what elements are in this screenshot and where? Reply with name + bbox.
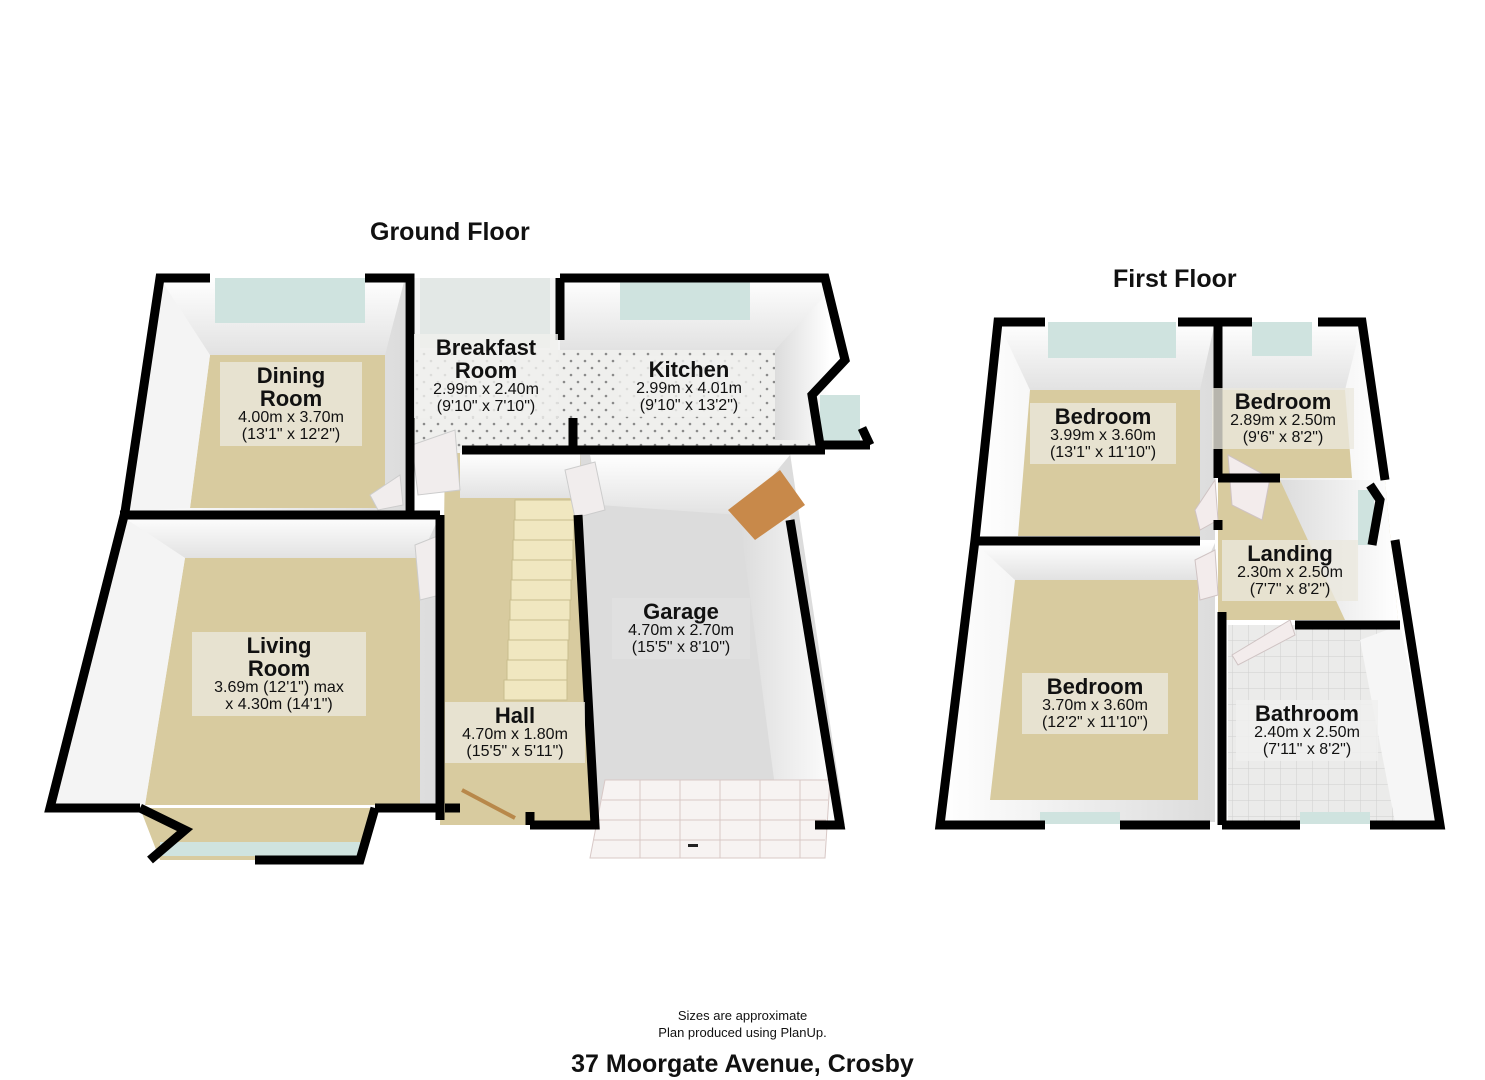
room-label-bedroom-1: Bedroom 3.99m x 3.60m (13'1" x 11'10"): [1030, 403, 1176, 464]
room-name: Living: [246, 633, 312, 658]
room-metric: 2.99m x 4.01m: [636, 380, 742, 398]
staircase: [503, 499, 576, 701]
hall-shape: [440, 453, 595, 825]
room-metric: 2.40m x 2.50m: [1254, 724, 1360, 742]
property-address: 37 Moorgate Avenue, Crosby: [571, 1050, 914, 1078]
room-name: Breakfast: [435, 335, 537, 360]
room-name: Bedroom: [1046, 674, 1144, 699]
room-metric: 2.30m x 2.50m: [1237, 564, 1343, 582]
ground-floor-walls: [44, 273, 875, 865]
room-label-garage: Garage 4.70m x 2.70m (15'5" x 8'10"): [612, 598, 750, 659]
room-name: Kitchen: [648, 357, 730, 382]
room-metric: 3.99m x 3.60m: [1050, 427, 1156, 445]
garage-door: [589, 779, 831, 859]
room-imperial: (7'11" x 8'2"): [1262, 740, 1352, 758]
room-imperial: x 4.30m (14'1"): [225, 695, 333, 713]
room-imperial: (15'5" x 5'11"): [466, 742, 564, 760]
first-floor-plan: [934, 317, 1446, 830]
ground-floor-plan: [44, 273, 875, 865]
room-metric: 4.70m x 1.80m: [462, 726, 568, 744]
room-label-living-room: Living Room 3.69m (12'1") max x 4.30m (1…: [192, 632, 366, 716]
room-label-bedroom-2: Bedroom 2.89m x 2.50m (9'6" x 8'2"): [1212, 388, 1354, 449]
first-floor-title: First Floor: [1113, 265, 1237, 293]
room-imperial: (9'6" x 8'2"): [1242, 428, 1324, 446]
room-name: Landing: [1247, 541, 1333, 566]
room-imperial: (9'10" x 7'10"): [436, 397, 536, 415]
room-metric: 3.69m (12'1") max: [214, 679, 344, 697]
planup-note: Plan produced using PlanUp.: [658, 1025, 827, 1040]
room-label-bathroom: Bathroom 2.40m x 2.50m (7'11" x 8'2"): [1236, 700, 1378, 761]
room-metric: 3.70m x 3.60m: [1042, 697, 1148, 715]
room-name: Room: [247, 656, 311, 682]
room-name: Room: [454, 358, 518, 384]
room-label-landing: Landing 2.30m x 2.50m (7'7" x 8'2"): [1222, 540, 1358, 601]
first-floor-doors: [1194, 454, 1296, 666]
room-label-breakfast-room: Breakfast Room 2.99m x 2.40m (9'10" x 7'…: [414, 334, 558, 418]
room-name: Bathroom: [1255, 701, 1359, 726]
room-metric: 4.00m x 3.70m: [238, 409, 344, 427]
room-label-bedroom-3: Bedroom 3.70m x 3.60m (12'2" x 11'10"): [1022, 673, 1168, 734]
room-metric: 2.99m x 2.40m: [433, 381, 539, 399]
room-imperial: (13'1" x 12'2"): [241, 425, 341, 443]
room-name: Bedroom: [1054, 404, 1152, 429]
room-name: Room: [259, 386, 323, 412]
room-imperial: (13'1" x 11'10"): [1049, 443, 1157, 461]
room-imperial: (9'10" x 13'2"): [639, 396, 739, 414]
interior-doors: [369, 429, 606, 601]
ground-floor-title: Ground Floor: [370, 218, 530, 246]
room-name: Hall: [494, 703, 536, 728]
room-imperial: (15'5" x 8'10"): [631, 638, 731, 656]
room-metric: 2.89m x 2.50m: [1230, 412, 1336, 430]
room-imperial: (7'7" x 8'2"): [1249, 580, 1331, 598]
room-name: Garage: [643, 599, 719, 624]
room-label-hall: Hall 4.70m x 1.80m (15'5" x 5'11"): [445, 702, 585, 763]
room-metric: 4.70m x 2.70m: [628, 622, 734, 640]
sizes-note: Sizes are approximate: [677, 1008, 808, 1023]
room-name: Dining: [256, 363, 326, 388]
room-label-dining-room: Dining Room 4.00m x 3.70m (13'1" x 12'2"…: [220, 362, 362, 446]
room-label-kitchen: Kitchen 2.99m x 4.01m (9'10" x 13'2"): [618, 356, 760, 417]
room-imperial: (12'2" x 11'10"): [1041, 713, 1149, 731]
room-name: Bedroom: [1234, 389, 1332, 414]
